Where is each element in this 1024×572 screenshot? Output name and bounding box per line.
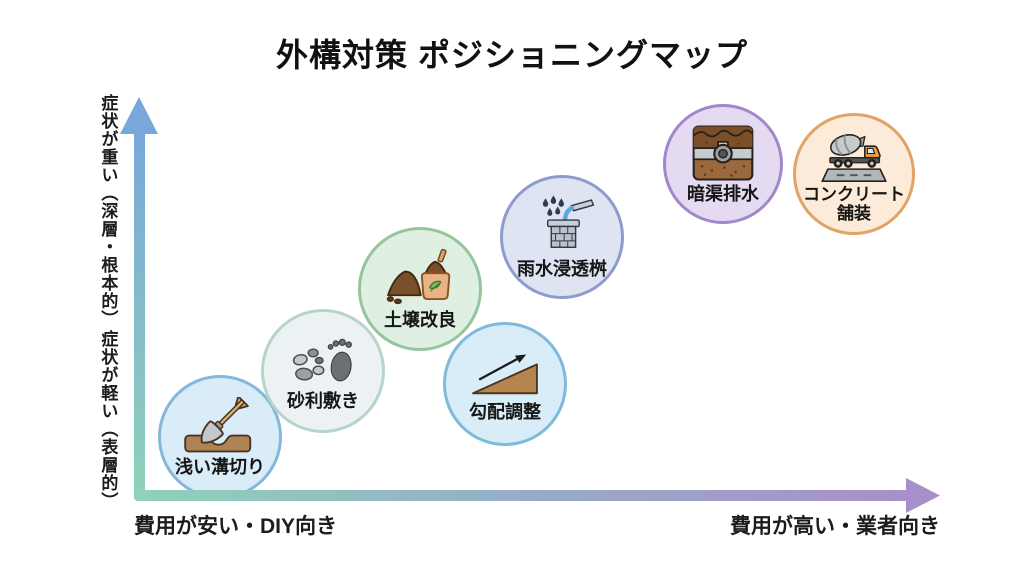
y-axis-line	[134, 130, 145, 501]
x-axis-line	[134, 490, 910, 501]
mixer-truck-icon	[821, 134, 887, 182]
rain-basin-icon	[542, 195, 595, 248]
node-label: 雨水浸透桝	[517, 258, 607, 279]
node-slope-adjustment: 勾配調整	[443, 322, 567, 446]
page-title: 外構対策 ポジショニングマップ	[276, 37, 748, 73]
slope-arrow-icon	[472, 354, 538, 395]
y-axis-bottom-label: 症状が軽い（表層的）	[98, 330, 118, 510]
node-gravel: 砂利敷き	[261, 309, 385, 433]
node-label: コンクリート舗装	[803, 184, 905, 223]
y-axis-arrowhead	[120, 97, 158, 134]
node-shallow-trench: 浅い溝切り	[158, 375, 282, 499]
x-axis-left-label: 費用が安い・DIY向き	[134, 515, 338, 538]
node-label: 浅い溝切り	[175, 456, 265, 477]
shovel-trench-icon	[184, 396, 252, 453]
node-label: 土壌改良	[384, 309, 456, 330]
node-concrete-paving: コンクリート舗装	[793, 113, 915, 235]
node-subsurface-drainage: 暗渠排水	[663, 104, 783, 224]
node-soil-improvement: 土壌改良	[358, 227, 482, 351]
gravel-footprint-icon	[292, 338, 352, 382]
node-label: 勾配調整	[469, 401, 541, 422]
node-rain-infiltration-basin: 雨水浸透桝	[500, 175, 624, 299]
x-axis-arrowhead	[906, 478, 940, 513]
node-label: 暗渠排水	[687, 184, 759, 205]
drain-pipe-icon	[692, 125, 754, 181]
y-axis-top-label: 症状が重い（深層・根本的）	[98, 94, 118, 328]
x-axis-right-label: 費用が高い・業者向き	[730, 515, 940, 538]
soil-bag-icon	[386, 248, 451, 305]
node-label: 砂利敷き	[287, 390, 359, 411]
